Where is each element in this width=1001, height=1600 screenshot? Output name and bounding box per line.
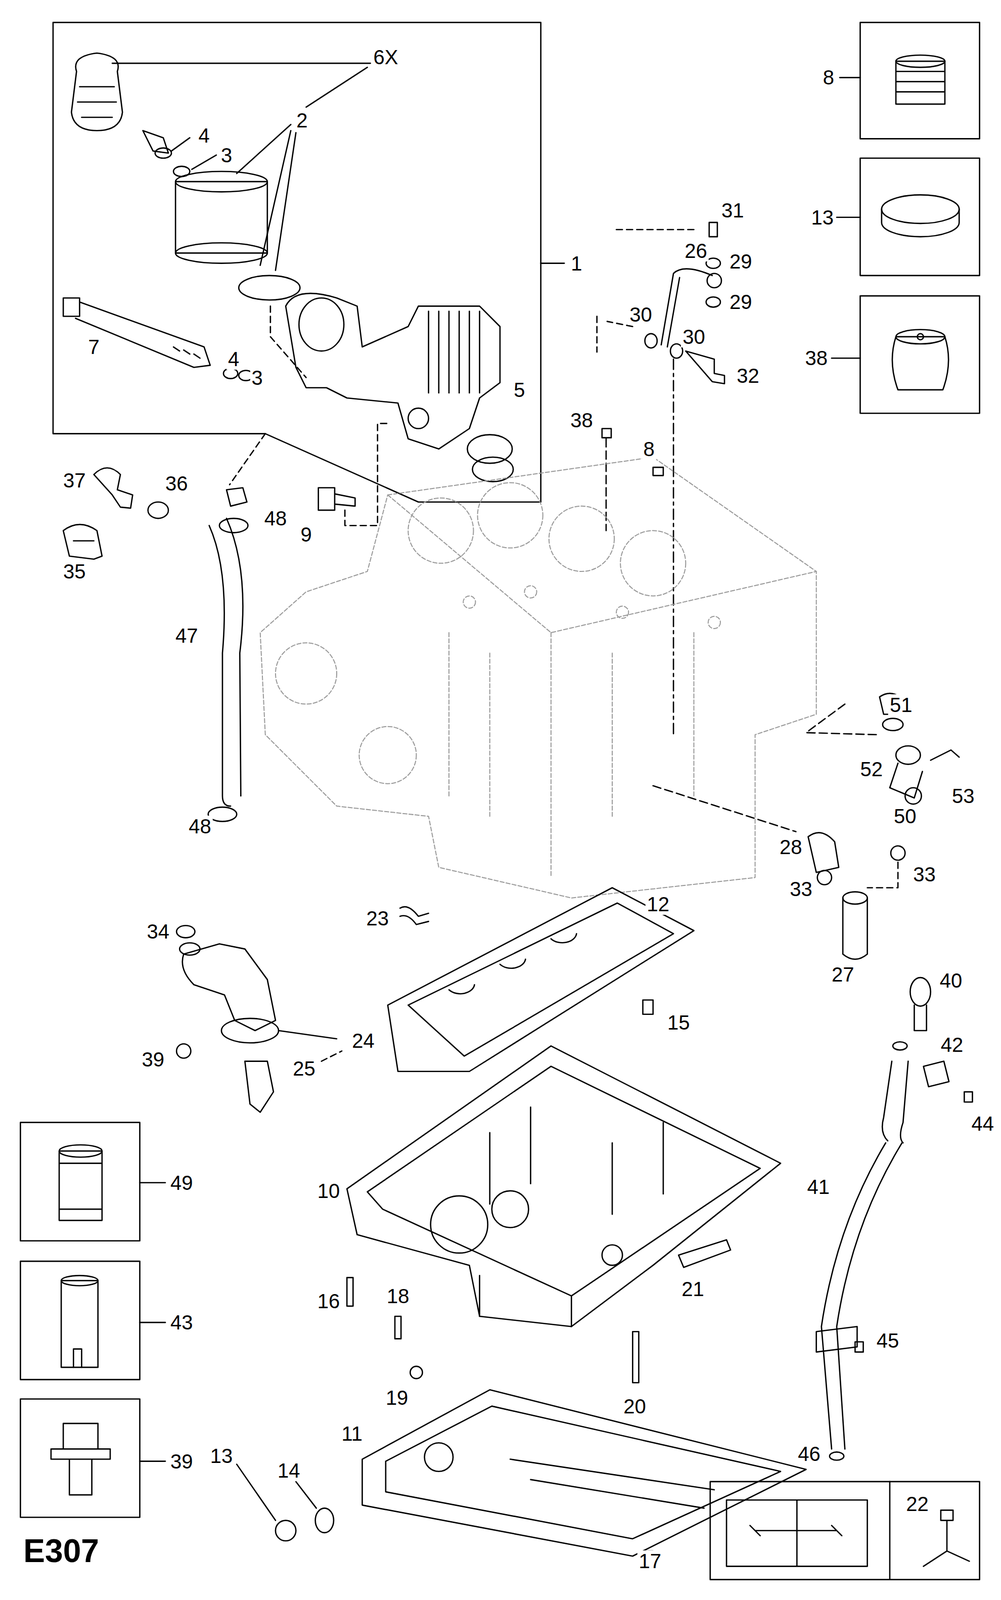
callout-number: 51 (888, 694, 915, 716)
callout-number: 43 (168, 1311, 195, 1333)
callout-number: 4 (226, 348, 241, 370)
callout-number: 53 (950, 785, 977, 807)
callout-number: 24 (350, 1029, 377, 1052)
callout-number: 27 (830, 963, 856, 985)
callout-number: 48 (262, 507, 289, 529)
callout-number: 50 (892, 805, 919, 827)
callout-number: 17 (637, 1550, 663, 1572)
callout-number: 37 (61, 469, 88, 491)
callout-number: 4 (197, 124, 212, 147)
callout-number: 3 (219, 144, 234, 166)
callout-number: 26 (683, 240, 709, 262)
callout-number: 40 (938, 969, 965, 991)
callout-number: 21 (679, 1278, 706, 1300)
callout-number: 41 (805, 1175, 832, 1198)
callout-number: 30 (627, 303, 654, 326)
callout-number: 34 (145, 920, 172, 942)
callout-number: 1 (569, 252, 584, 275)
callout-number: 12 (645, 893, 672, 915)
callout-number: 42 (939, 1033, 966, 1056)
callout-number: 33 (788, 878, 814, 900)
callout-number: 31 (719, 199, 746, 221)
callout-number: 32 (735, 365, 761, 387)
callout-number: 29 (728, 291, 754, 313)
callout-number: 38 (803, 347, 830, 369)
callout-number: 25 (291, 1057, 317, 1079)
callout-number: 30 (680, 326, 707, 348)
callout-number: 39 (168, 1450, 195, 1472)
callout-number: 44 (969, 1112, 996, 1134)
callout-number: 52 (858, 758, 885, 780)
callout-number: 46 (796, 1442, 823, 1465)
callout-number: 39 (140, 1048, 167, 1070)
callout-number: 49 (168, 1171, 195, 1194)
callout-number: 8 (642, 438, 657, 460)
callout-number: 18 (385, 1285, 412, 1307)
callout-number: 8 (821, 66, 836, 88)
callout-number: 11 (340, 1422, 365, 1444)
callout-number: 36 (163, 472, 190, 494)
callout-number: 16 (315, 1290, 342, 1312)
callout-number: 19 (384, 1386, 411, 1408)
callout-number: 5 (512, 379, 527, 401)
callout-number: 9 (298, 523, 313, 545)
callout-number: 13 (809, 206, 836, 229)
callout-number: 10 (315, 1179, 342, 1202)
callout-number: 33 (911, 863, 938, 885)
callout-number: 47 (173, 624, 200, 647)
figure-id: E307 (21, 1533, 101, 1568)
callout-number: 13 (208, 1444, 235, 1467)
callout-number: 15 (665, 1011, 692, 1033)
callout-number: 22 (904, 1492, 931, 1515)
callout-number: 48 (187, 815, 213, 837)
callout-number: 14 (276, 1459, 302, 1481)
callout-number: 28 (778, 836, 804, 858)
callout-number: 20 (621, 1395, 648, 1417)
callout-number: 7 (86, 336, 102, 358)
callout-number: 35 (61, 560, 88, 582)
callout-number: 45 (875, 1329, 901, 1351)
callout-number: 38 (568, 409, 595, 431)
callout-number: 23 (365, 907, 391, 929)
callout-number: 29 (728, 250, 754, 272)
callout-number: 6X (371, 46, 400, 68)
callout-number: 3 (249, 367, 264, 389)
callout-number: 2 (294, 109, 309, 131)
